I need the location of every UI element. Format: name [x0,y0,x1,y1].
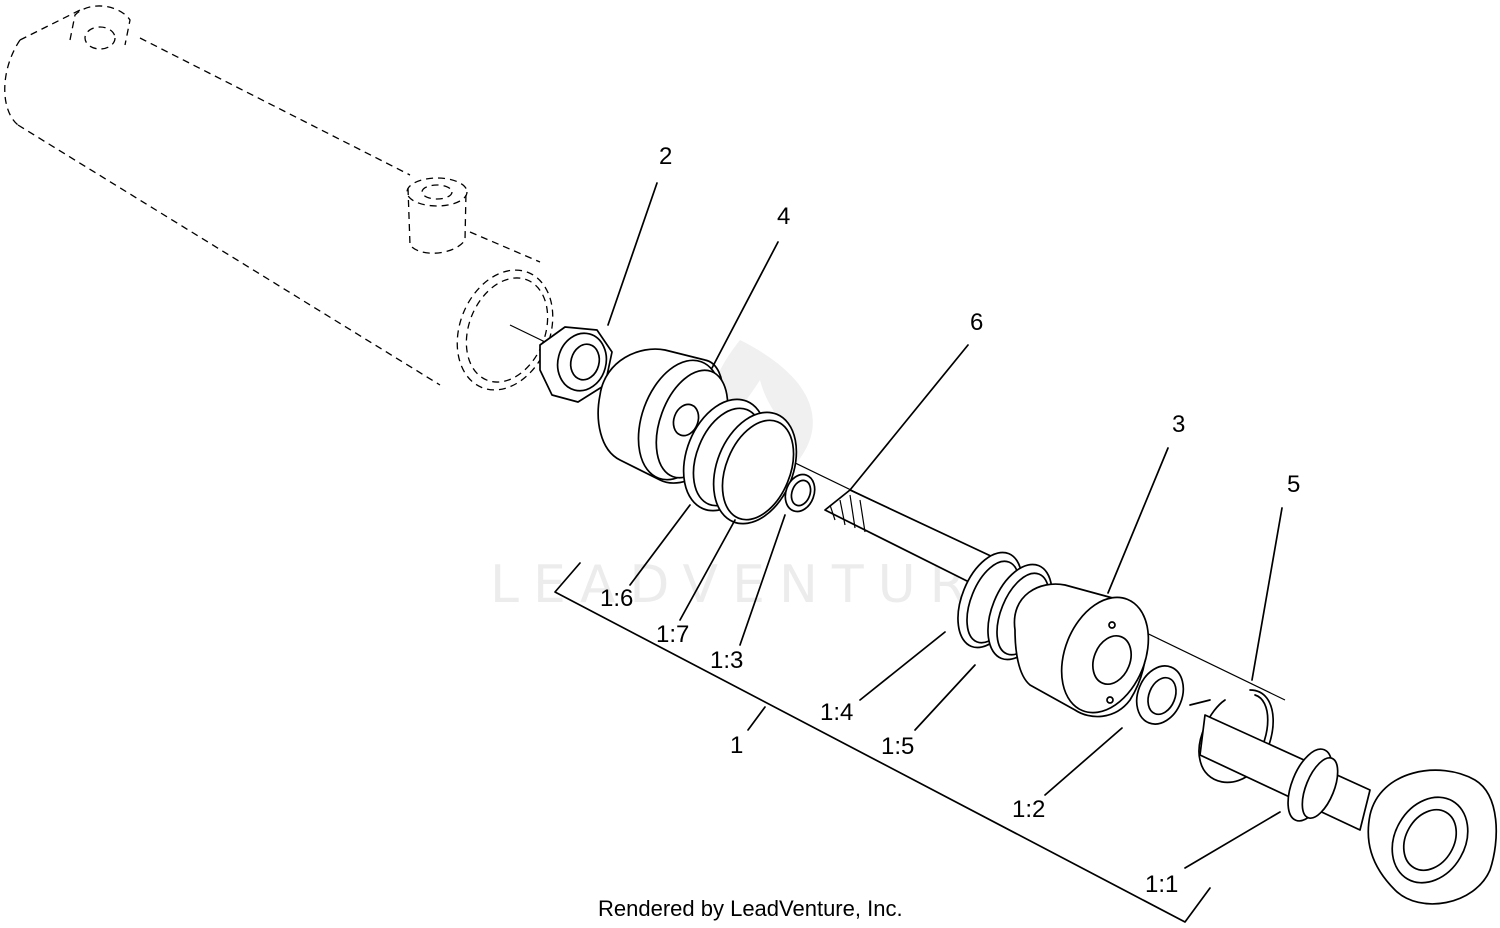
callout-1-1: 1:1 [1145,871,1178,898]
part-2-hex-nut [539,326,613,403]
callout-2: 2 [659,143,672,170]
cylinder-barrel [4,5,554,391]
part-1-1-rod-eye [1199,714,1498,905]
callout-1-7: 1:7 [656,621,689,648]
rendered-by-credit: Rendered by LeadVenture, Inc. [598,896,903,921]
leader-lines [607,182,1283,869]
callout-5: 5 [1287,471,1300,498]
callout-6: 6 [970,309,983,336]
callout-1-6: 1:6 [600,585,633,612]
watermark-text: LEADVENTURE [490,555,1027,615]
callout-3: 3 [1172,411,1185,438]
watermark-flame-icon [709,340,813,470]
callout-1-2: 1:2 [1012,796,1045,823]
part-1-3-o-ring [784,473,816,513]
callout-4: 4 [777,203,790,230]
callout-1-3: 1:3 [710,647,743,674]
assembly-bracket [554,562,1211,923]
callout-1: 1 [730,732,743,759]
callout-1-5: 1:5 [881,733,914,760]
part-3-gland [1013,583,1150,718]
part-1-2-wiper-seal [1135,665,1185,725]
part-1-7-wear-ring [712,411,798,525]
callout-1-4: 1:4 [820,699,853,726]
